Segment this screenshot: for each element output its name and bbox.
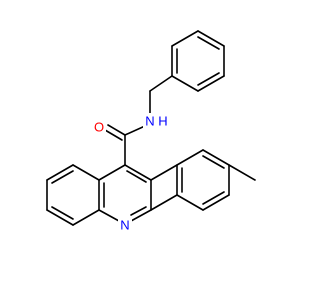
double-bond-inner: [202, 191, 225, 205]
bond: [171, 75, 199, 92]
bond: [72, 164, 100, 181]
amide-nitrogen-label: N: [145, 114, 154, 129]
double-bond-inner: [197, 36, 220, 50]
carbonyl-double-bond: [107, 124, 126, 136]
n-carbonyl-bond: [124, 125, 146, 136]
quinoline-pyridine-ring: [98, 164, 152, 222]
bond: [98, 164, 126, 181]
bond: [176, 149, 204, 166]
bond: [176, 194, 204, 211]
bond: [197, 30, 225, 47]
bond: [46, 209, 74, 226]
double-bond-inner: [126, 170, 147, 183]
double-bond-inner: [202, 155, 225, 169]
quinoline-benzo-ring: [46, 164, 100, 226]
molecule-structure-diagram: O N H N: [46, 30, 256, 233]
bond: [197, 75, 225, 92]
double-bond-inner: [130, 206, 147, 216]
double-bond-inner: [197, 72, 220, 86]
quinoline-nitrogen-label: N: [120, 218, 129, 233]
double-bond-inner: [51, 170, 74, 184]
bond: [46, 164, 74, 181]
bond: [202, 149, 230, 166]
benzyl-phenyl-ring: [171, 30, 225, 92]
quinoline-nitrogen-atom: N: [118, 217, 132, 233]
bond: [124, 164, 152, 181]
carbonyl-double-bond-second: [104, 129, 123, 141]
amide-hydrogen-label: H: [158, 114, 167, 129]
oxygen-label: O: [94, 120, 104, 135]
bond: [98, 209, 120, 222]
para-methyl-bond: [228, 164, 256, 181]
dimethylphenyl-ring: [176, 149, 230, 211]
bond: [202, 194, 230, 211]
bond: [171, 30, 199, 47]
amide-nitrogen-atom: N H: [143, 113, 168, 129]
benzyl-ch2-bond: [149, 75, 173, 92]
c2-aryl-bond: [150, 164, 178, 181]
ortho-methyl-bond: [150, 194, 178, 211]
double-bond-inner: [51, 206, 74, 220]
bond: [130, 209, 152, 222]
carbonyl-oxygen-atom: O: [92, 119, 106, 135]
bond: [72, 209, 100, 226]
